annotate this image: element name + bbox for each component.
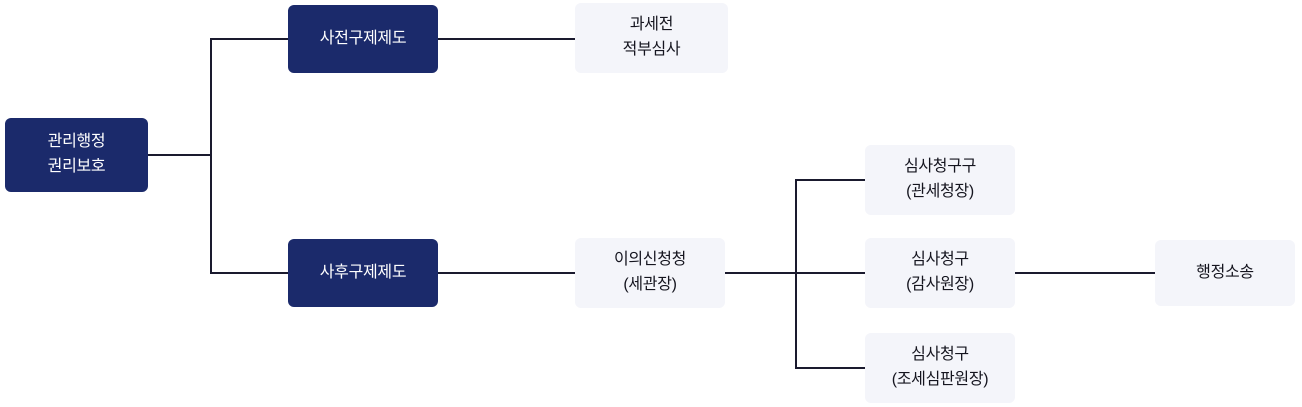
- appeal-tribunal-node: 심사청구 (조세심판원장): [865, 333, 1015, 403]
- pre-tax-review-label-line1: 과세전: [629, 16, 674, 34]
- pre-remedy-node: 사전구제제도: [288, 5, 438, 73]
- appeal-customs-label-line2: (관세청장): [906, 183, 974, 200]
- root-node-label-line2: 권리보호: [47, 158, 106, 175]
- appeal-audit-label-line2: (감사원장): [906, 276, 974, 293]
- appeal-customs-node: 심사청구구 (관세청장): [865, 145, 1015, 215]
- connector-to-appeal-audit: [795, 272, 865, 274]
- admin-litigation-label: 행정소송: [1196, 263, 1254, 281]
- connector-appeal-audit-to-litigation: [1014, 272, 1155, 274]
- admin-litigation-node: 행정소송: [1155, 240, 1295, 306]
- root-node-label-line1: 관리행정: [47, 133, 106, 151]
- appeal-tribunal-label-line1: 심사청구: [911, 346, 969, 364]
- appeal-audit-node: 심사청구 (감사원장): [865, 238, 1015, 308]
- post-remedy-node-label: 사후구제제도: [319, 263, 407, 281]
- appeal-tribunal-label-line2: (조세심판원장): [891, 371, 989, 388]
- connector-post-remedy-to-objection: [438, 272, 575, 274]
- pre-remedy-node-label: 사전구제제도: [319, 29, 407, 47]
- appeal-customs-label-line1: 심사청구구: [903, 158, 977, 176]
- post-remedy-node: 사후구제제도: [288, 239, 438, 307]
- connector-junction-vertical: [210, 38, 212, 274]
- connector-branch-vertical: [795, 179, 797, 369]
- objection-label-line1: 이의신청청: [613, 251, 687, 269]
- connector-pre-remedy-to-review: [438, 38, 575, 40]
- objection-label-line2: (세관장): [623, 276, 677, 293]
- connector-to-appeal-customs: [795, 179, 865, 181]
- connector-to-appeal-tribunal: [795, 367, 865, 369]
- objection-node: 이의신청청 (세관장): [575, 238, 725, 308]
- appeal-audit-label-line1: 심사청구: [911, 251, 969, 269]
- connector-objection-to-branch: [725, 272, 795, 274]
- pre-tax-review-label-line2: 적부심사: [622, 41, 681, 58]
- root-node: 관리행정 권리보호: [5, 118, 148, 192]
- connector-to-post-remedy: [210, 272, 288, 274]
- connector-root-to-junction: [148, 154, 210, 156]
- pre-tax-review-node: 과세전 적부심사: [575, 3, 728, 73]
- connector-to-pre-remedy: [210, 38, 288, 40]
